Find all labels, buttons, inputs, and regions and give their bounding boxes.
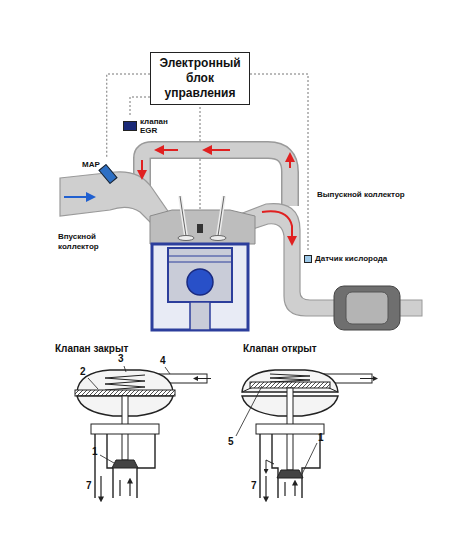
control-unit-box: Электронный блок управления (150, 52, 250, 105)
egr-valve-closed (75, 370, 211, 500)
callout-number: 3 (118, 353, 124, 365)
tail-pipe (398, 300, 422, 316)
catalyst (334, 286, 400, 330)
signal-wire (130, 97, 150, 115)
egr-valve-open (242, 370, 376, 500)
cylinder-head (150, 210, 255, 244)
egr-flow-arrow (158, 149, 178, 151)
callout-number: 1 (318, 432, 324, 444)
exhaust-valve (218, 196, 224, 236)
leader-lines (88, 366, 317, 474)
egr-flow-arrow (141, 160, 143, 176)
signal-wire (250, 74, 308, 252)
injector (197, 224, 203, 233)
air-flow-arrow (64, 196, 92, 198)
oxygen-sensor-node: Датчик кислорода (302, 252, 389, 265)
node-text: Датчик кислорода (315, 254, 387, 263)
callout-number: 1 (92, 446, 98, 458)
egr-flow-arrow (289, 156, 291, 168)
callout-number: 2 (80, 366, 86, 378)
connecting-rod (190, 302, 210, 330)
egr-tube-fill (142, 150, 290, 206)
catalyst-core (346, 292, 388, 324)
piston-pin (187, 269, 213, 295)
node-text: клапан EGR (140, 117, 176, 135)
sensor-symbol (304, 255, 312, 263)
manifold-label: Выпускной коллектор (316, 190, 406, 200)
node-text: MAP (82, 160, 100, 169)
piston (168, 248, 232, 302)
state-caption: Клапан закрыт (55, 343, 128, 355)
egr-tube (142, 150, 290, 206)
callout-number: 7 (86, 480, 92, 492)
egr-flow-arrow (206, 149, 230, 151)
egr-valve-node: клапан EGR (121, 115, 178, 137)
node-text: Электронный блок управления (155, 56, 245, 101)
sensor-symbol (98, 164, 117, 184)
sensor-symbol (123, 121, 137, 131)
callout-number: 7 (251, 480, 257, 492)
signal-wire (107, 74, 150, 158)
callout-number: 5 (228, 436, 234, 448)
intake-valve (180, 196, 186, 236)
manifold-label: Впускной коллектор (58, 232, 120, 251)
control-wire (200, 107, 201, 224)
map-sensor-node: MAP (80, 158, 115, 185)
cylinder (152, 244, 248, 330)
callout-number: 4 (160, 355, 166, 367)
exhaust-flow-arrow (262, 211, 292, 242)
state-caption: Клапан открыт (243, 343, 317, 355)
